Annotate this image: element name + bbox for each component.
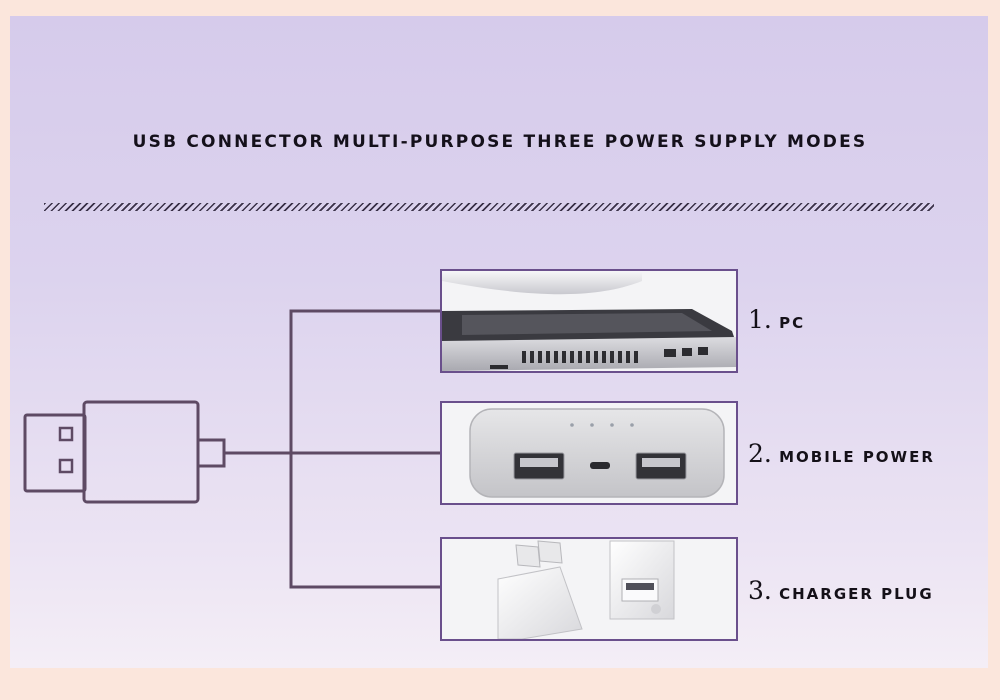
mode-number: 3. [748, 576, 772, 605]
mode-name: CHARGER PLUG [779, 585, 934, 603]
mode-name: MOBILE POWER [779, 448, 935, 466]
laptop-photo [440, 269, 738, 373]
power-bank-photo [440, 401, 738, 505]
page-title: USB CONNECTOR MULTI-PURPOSE THREE POWER … [132, 132, 868, 152]
connector-lines [224, 309, 440, 589]
charger-plug-photo [440, 537, 738, 641]
mode-name: PC [779, 314, 806, 332]
mode-label-mobile-power: 2. MOBILE POWER [748, 439, 935, 468]
hatched-divider [44, 203, 934, 211]
usb-plug-icon [23, 400, 226, 504]
mode-label-charger-plug: 3. CHARGER PLUG [748, 576, 934, 605]
mode-number: 1. [748, 305, 772, 334]
mode-number: 2. [748, 439, 772, 468]
mode-label-pc: 1. PC [748, 305, 805, 334]
